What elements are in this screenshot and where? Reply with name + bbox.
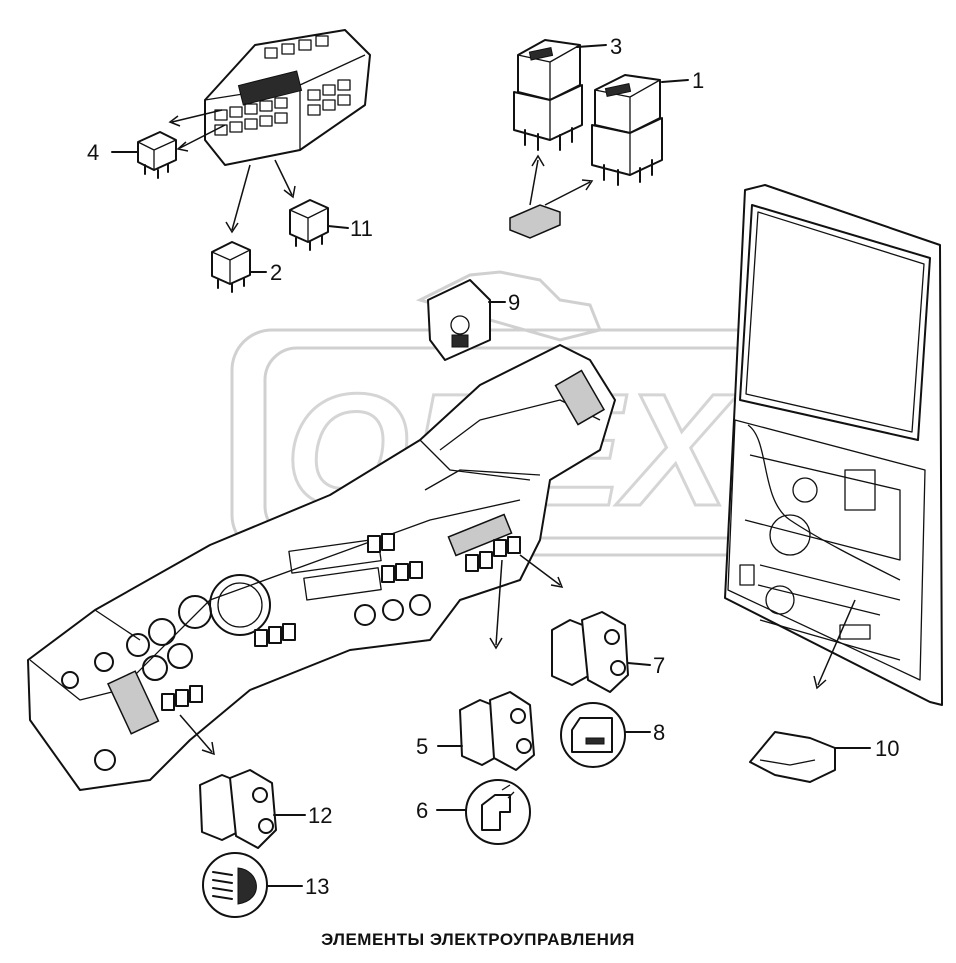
- dashboard: [27, 344, 616, 791]
- callout-4: 4: [87, 140, 99, 165]
- callout-5: 5: [416, 734, 428, 759]
- fuse-box-arrows: [168, 109, 296, 234]
- door-panel: [724, 184, 943, 706]
- rocker-switch-part-7: [551, 611, 629, 693]
- callout-3: 3: [610, 34, 622, 59]
- callout-1: 1: [692, 68, 704, 93]
- bracket-part-10: [749, 731, 836, 783]
- callout-6: 6: [416, 798, 428, 823]
- relay-part-11: [289, 199, 329, 251]
- door-arrow: [813, 599, 856, 690]
- callout-labels: 3 1 4 11 2 9 7 8 10 5 6 12 13: [87, 34, 899, 899]
- switch-part-1: [591, 74, 663, 186]
- panel-part-9: [427, 279, 491, 361]
- callout-10: 10: [875, 736, 899, 761]
- dashboard-arrows: [179, 554, 564, 756]
- callout-2: 2: [270, 260, 282, 285]
- symbol-part-8: [560, 702, 626, 768]
- switch-mount-block: [509, 154, 594, 239]
- relay-part-4: [137, 131, 177, 179]
- callout-11: 11: [350, 216, 373, 241]
- callout-8: 8: [653, 720, 665, 745]
- callout-9: 9: [508, 290, 520, 315]
- switch-part-3: [513, 39, 583, 151]
- symbol-part-13: [202, 852, 268, 918]
- fuse-relay-box: [204, 29, 371, 166]
- callout-7: 7: [653, 653, 665, 678]
- symbol-part-6: [465, 779, 531, 845]
- rocker-switch-part-5: [459, 691, 535, 771]
- callout-13: 13: [305, 874, 329, 899]
- rocker-switch-part-12: [199, 769, 277, 849]
- diagram-caption: ЭЛЕМЕНТЫ ЭЛЕКТРОУПРАВЛЕНИЯ: [321, 930, 635, 949]
- relay-part-2: [211, 241, 251, 293]
- callout-12: 12: [308, 803, 332, 828]
- leader-lines: [111, 44, 871, 887]
